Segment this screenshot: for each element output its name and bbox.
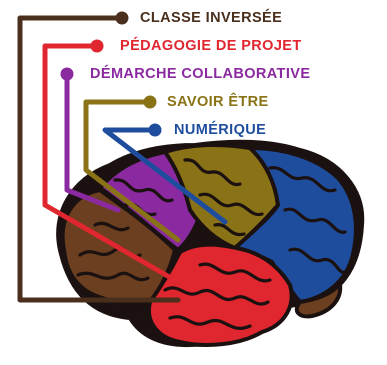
label-demarche-collaborative: DÉMARCHE COLLABORATIVE — [90, 66, 311, 82]
label-pedagogie-de-projet: PÉDAGOGIE DE PROJET — [120, 38, 302, 54]
leader-line-classe-inversee — [17, 15, 181, 303]
label-classe-inversee: CLASSE INVERSÉE — [140, 10, 283, 26]
dot-savoir-etre — [143, 95, 157, 109]
leader-line-numerique — [102, 127, 228, 225]
label-savoir-etre: SAVOIR ÊTRE — [167, 94, 269, 110]
leader-line-savoir-etre — [83, 99, 181, 243]
label-numerique: NUMÉRIQUE — [174, 122, 267, 138]
dot-pedagogie-de-projet — [90, 39, 104, 53]
dot-demarche-collaborative — [60, 67, 74, 81]
leader-line-demarche-collaborative — [64, 71, 121, 213]
dot-numerique — [148, 123, 162, 137]
leader-lines — [17, 15, 228, 303]
leader-dots — [60, 11, 162, 137]
dot-classe-inversee — [115, 11, 129, 25]
leader-line-pedagogie-de-projet — [42, 43, 181, 285]
gyri-texture — [76, 158, 347, 330]
